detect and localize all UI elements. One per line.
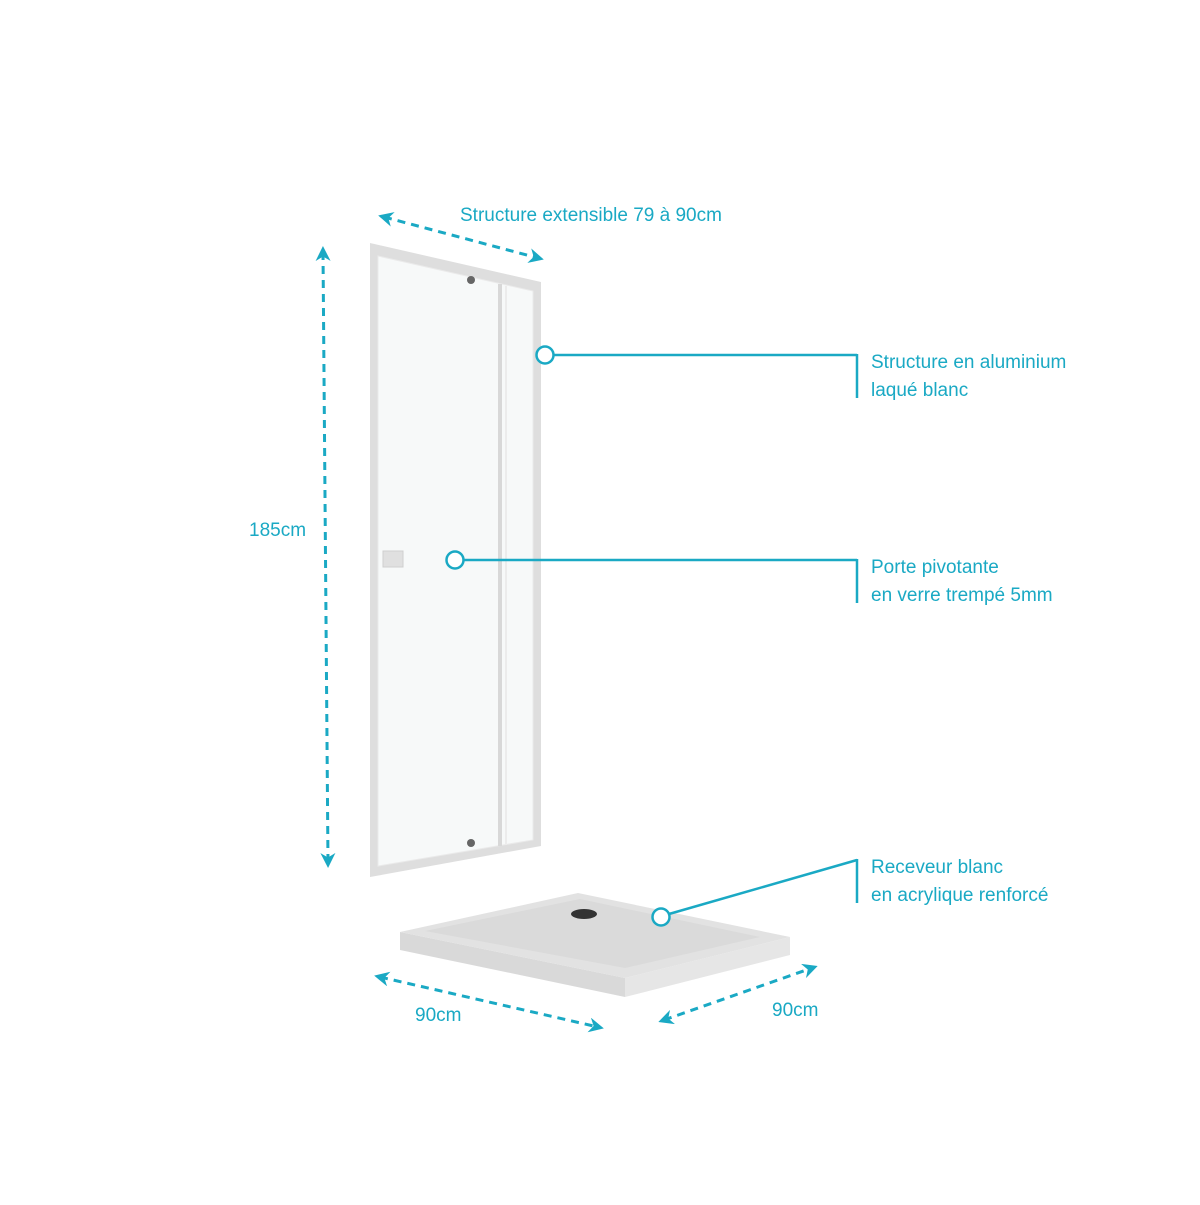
- tray-right-arrow: [658, 963, 818, 1025]
- hinge-bottom-icon: [467, 839, 475, 847]
- drain-icon: [571, 909, 597, 919]
- height-label: 185cm: [249, 520, 306, 541]
- callout-tray-line1: Receveur blanc: [871, 857, 1003, 878]
- callout-frame-line1: Structure en aluminium: [871, 352, 1066, 373]
- callout-frame-line2: laqué blanc: [871, 380, 968, 401]
- hinge-top-icon: [467, 276, 475, 284]
- shower-tray: [400, 893, 790, 997]
- width-top-arrow: [378, 212, 544, 263]
- callout-door-line1: Porte pivotante: [871, 557, 999, 578]
- height-arrow: [315, 246, 336, 868]
- tray-right-label: 90cm: [772, 1000, 818, 1021]
- tray-left-label: 90cm: [415, 1005, 461, 1026]
- callout-marker-frame: [535, 345, 555, 365]
- callout-door-line2: en verre trempé 5mm: [871, 585, 1053, 606]
- tray-left-arrow: [374, 971, 604, 1033]
- callout-marker-tray: [651, 907, 671, 927]
- callout-marker-door: [445, 550, 465, 570]
- door-handle: [382, 550, 404, 568]
- callout-tray-line2: en acrylique renforcé: [871, 885, 1048, 906]
- width-top-label: Structure extensible 79 à 90cm: [460, 205, 722, 226]
